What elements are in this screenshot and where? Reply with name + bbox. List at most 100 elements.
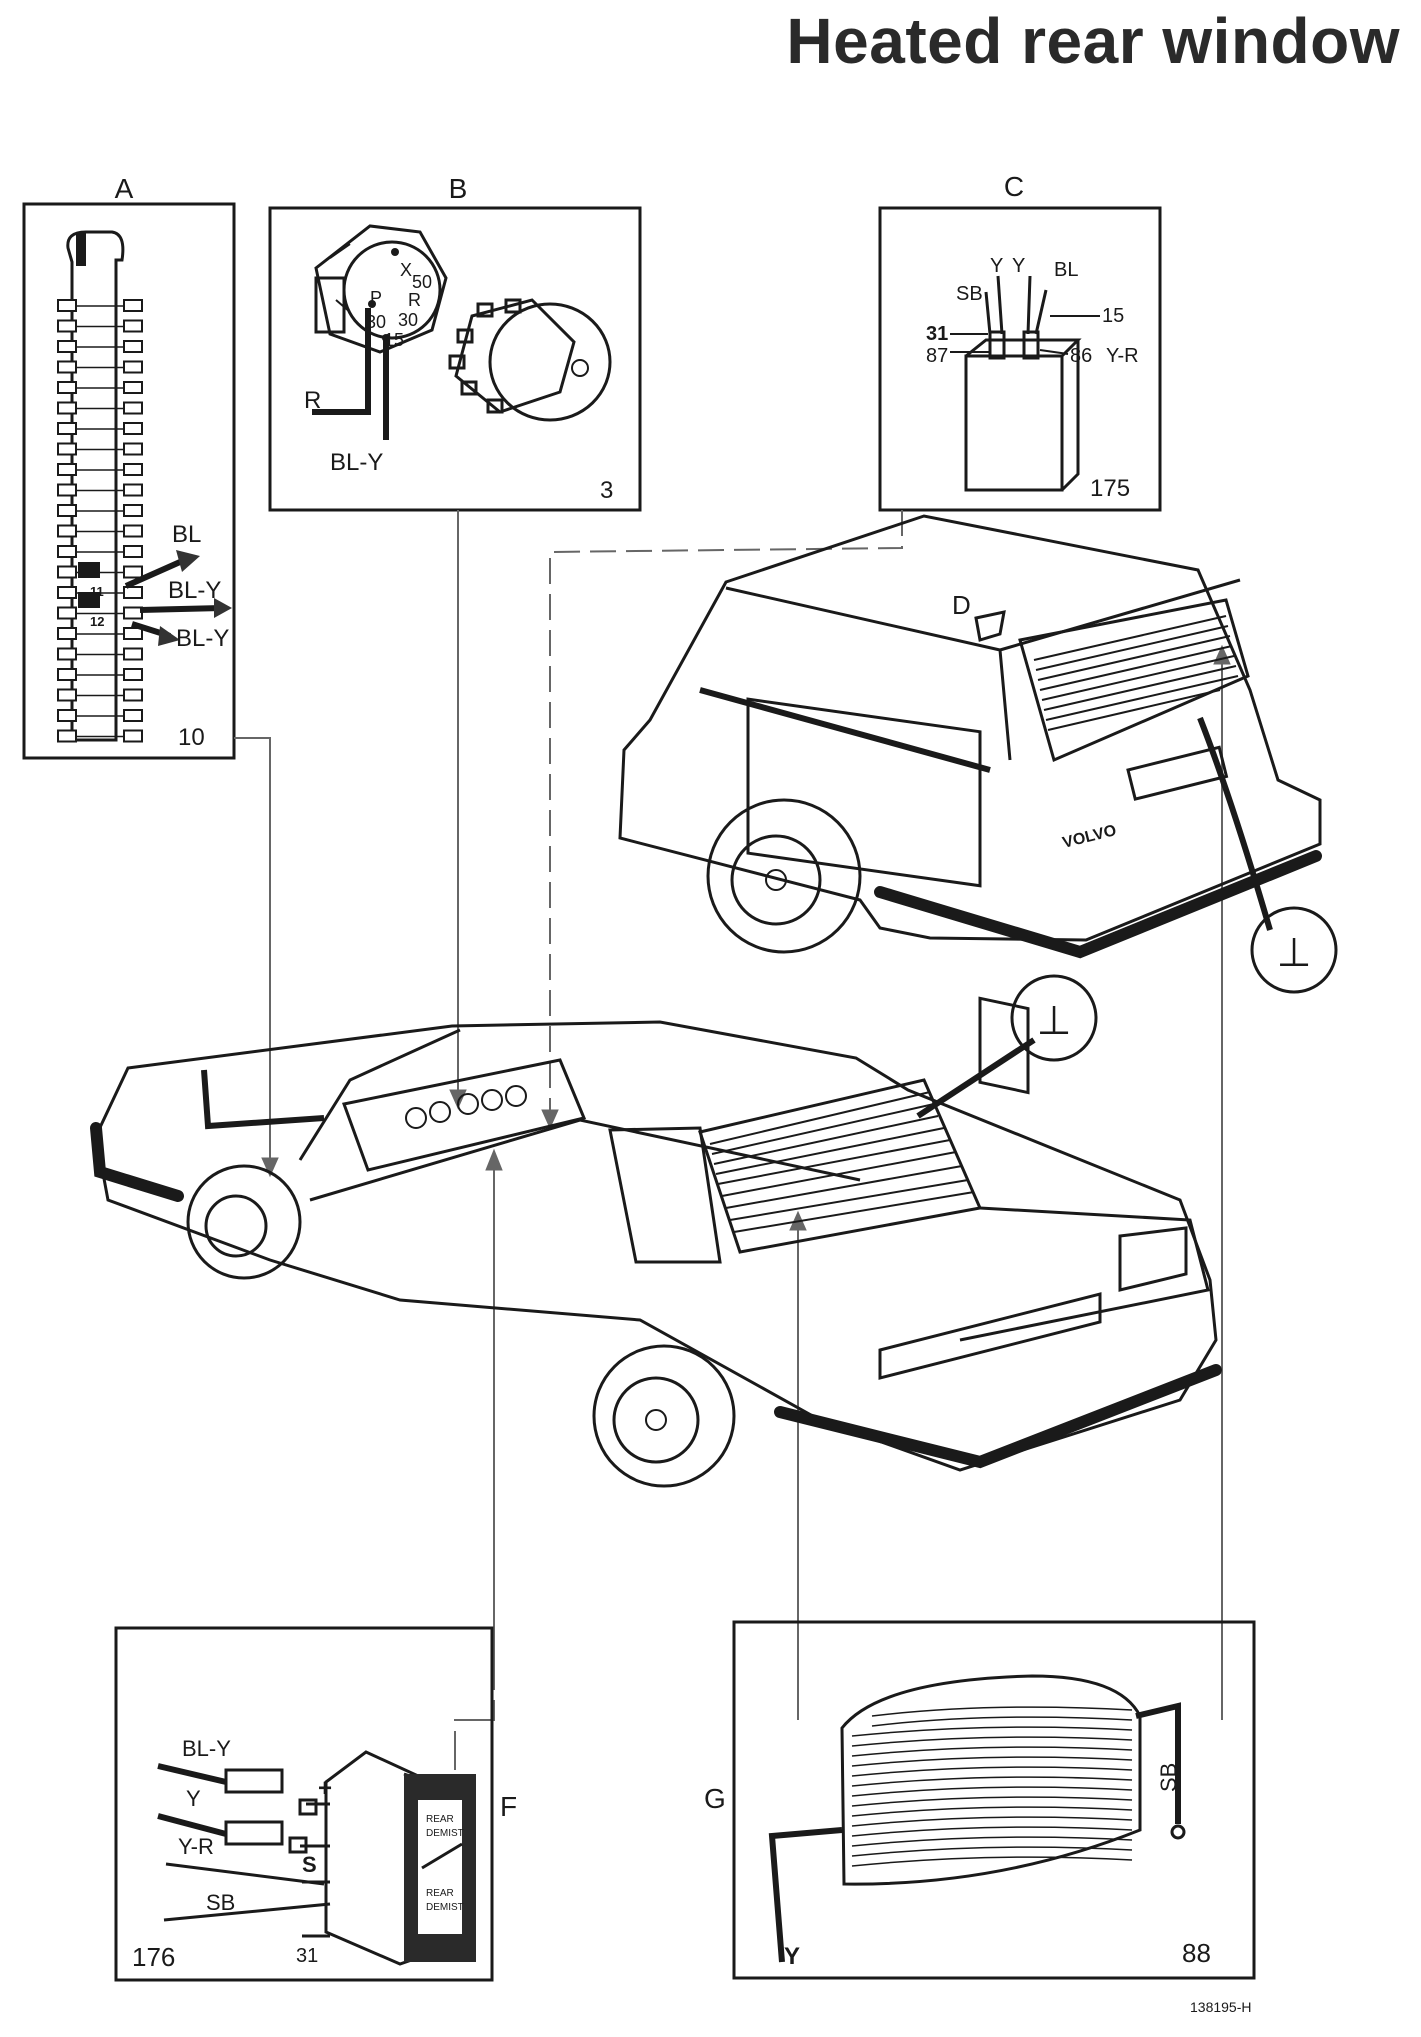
heater-element-line: [851, 1836, 1133, 1847]
panel-b-letter: B: [449, 173, 468, 204]
fuse-terminal: [123, 606, 143, 620]
fuse-terminal: [57, 565, 77, 579]
fuse-terminal: [123, 524, 143, 538]
heater-element-line: [851, 1746, 1133, 1757]
ground-label-sedan: ⊥: [1037, 999, 1072, 1043]
heater-element-line: [851, 1776, 1133, 1787]
fuse-rows: [57, 299, 143, 743]
wire-label-bl-y-f: BL-Y: [182, 1736, 231, 1761]
panel-b: B X 50 P R 30 30 15 R: [268, 173, 642, 512]
heater-element-line: [851, 1726, 1133, 1737]
panel-b-number: 3: [600, 477, 613, 504]
switch-label-bottom-1: REAR: [426, 1888, 454, 1899]
fuse-label-11: 11: [90, 584, 104, 599]
fuse-terminal: [123, 483, 143, 497]
page-title: Heated rear window: [786, 5, 1400, 77]
fuse-terminal: [123, 401, 143, 415]
fuse-terminal: [57, 381, 77, 394]
fuse-terminal: [57, 463, 77, 476]
panel-f-letter: F: [500, 1791, 517, 1822]
fuse-terminal: [57, 483, 77, 497]
fuse-terminal: [123, 586, 143, 599]
ground-symbol-estate: [1250, 906, 1338, 994]
switch-label-bottom-2: DEMIST: [426, 1902, 464, 1913]
sedan-illustration: ⊥: [90, 974, 1222, 1488]
panel-c-frame: [878, 206, 1162, 512]
link-a-to-car: [234, 737, 271, 1168]
fuse-label-12: 12: [90, 614, 104, 629]
ground-symbol-sedan: [1010, 974, 1098, 1062]
fuse-terminal: [123, 463, 143, 476]
fuse-terminal: [123, 709, 143, 722]
fuse-terminal: [123, 627, 143, 640]
panel-a-wires: [124, 550, 232, 646]
heater-element-line: [851, 1856, 1133, 1867]
fuse-terminal: [123, 422, 143, 435]
wire-label-bl-y-1: BL-Y: [168, 577, 221, 604]
wire-label-y-g: Y: [784, 1943, 800, 1970]
terminal-87-c: 87: [926, 345, 948, 367]
fuse-terminal: [57, 606, 77, 620]
panel-f-wires: [157, 1763, 331, 1938]
heater-element-line: [851, 1736, 1133, 1747]
car-badge: VOLVO: [1061, 822, 1118, 852]
heater-element-line: [851, 1816, 1133, 1827]
fuse-terminal: [123, 504, 143, 517]
wire-label-y-1: Y: [990, 255, 1003, 277]
panel-a-number: 10: [178, 724, 205, 751]
fuse-terminal: [57, 586, 77, 599]
panel-a: A 11 12 BL BL-Y BL-Y 10: [22, 173, 236, 760]
fuse-terminal: [57, 709, 77, 722]
wire-sb-g: [1135, 1702, 1181, 1824]
fuse-terminal: [123, 299, 143, 312]
terminal-86-c: 86: [1070, 345, 1092, 367]
heater-element-line: [851, 1766, 1133, 1777]
wire-label-sb-g: SB: [1156, 1763, 1181, 1792]
ignition-switch-body-illustration: [448, 298, 612, 422]
heater-element-line: [871, 1716, 1133, 1727]
panel-c-letter: C: [1004, 171, 1024, 202]
fuse-terminal: [123, 360, 143, 374]
switch-label-top-1: REAR: [426, 1814, 454, 1825]
heater-element-line: [851, 1846, 1133, 1857]
fuse-terminal: [57, 340, 77, 353]
terminal-31-f: 31: [296, 1945, 318, 1967]
fuse-terminal: [123, 381, 143, 394]
terminal-15: 15: [384, 330, 404, 350]
terminal-p: P: [370, 288, 382, 308]
fuse-terminal: [123, 442, 143, 456]
fuse-terminal: [57, 401, 77, 415]
terminal-50: 50: [412, 272, 432, 292]
rear-window-glass-illustration: [840, 1674, 1142, 1886]
terminal-30-left: 30: [366, 312, 386, 332]
fuse-terminal: [57, 668, 77, 681]
panel-b-frame: [268, 206, 642, 512]
fuse-terminal: [57, 688, 77, 702]
rear-demist-switch-illustration: [324, 1750, 476, 1966]
terminal-31-c: 31: [926, 323, 948, 345]
fuse-box-illustration: [57, 230, 143, 743]
fuse-terminal: [123, 319, 143, 333]
wire-label-bl-y: BL-Y: [330, 449, 383, 476]
wire-label-sb-f: SB: [206, 1890, 235, 1915]
heater-element-line: [871, 1706, 1133, 1717]
panel-g-frame: [732, 1620, 1256, 1980]
fuse-terminal: [123, 565, 143, 579]
wire-label-y-f: Y: [186, 1786, 201, 1811]
ground-label-estate: ⊥: [1277, 931, 1312, 975]
link-c-to-car: [549, 510, 903, 1120]
wire-label-r: R: [304, 387, 321, 414]
relay-illustration: [950, 275, 1100, 492]
fuse-terminal: [57, 504, 77, 517]
fuse-terminal: [57, 647, 77, 661]
link-f-to-car: [454, 1630, 495, 1770]
wire-r: [312, 308, 371, 415]
panel-g: G SB Y 88: [704, 1620, 1256, 1980]
panel-c-number: 175: [1090, 475, 1130, 502]
panel-c: C SB Y Y BL 15 31 87 86 Y-R 175: [878, 171, 1162, 512]
wire-label-y-r-c: Y-R: [1106, 345, 1139, 367]
fuse-terminal: [57, 299, 77, 312]
fuse-terminal: [57, 729, 77, 743]
fuse-terminal: [57, 545, 77, 558]
